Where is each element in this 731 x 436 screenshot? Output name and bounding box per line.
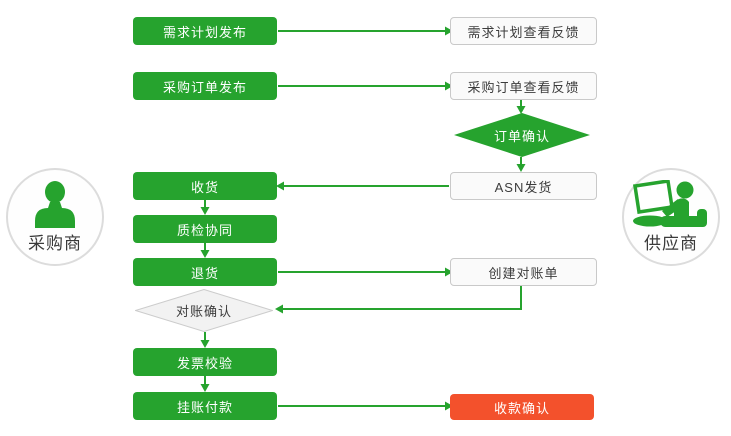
actor-supplier-label: 供应商: [644, 234, 698, 253]
arrowhead-down-icon: [516, 164, 526, 172]
node-quality-collab: 质检协同: [133, 215, 277, 243]
arrowhead-down-icon: [200, 384, 210, 392]
node-create-statement: 创建对账单: [450, 258, 597, 286]
arrowhead-left-icon: [276, 181, 284, 191]
arrowhead-left-icon: [275, 304, 283, 314]
node-statement-confirm: 对账确认: [135, 289, 273, 332]
diamond-shape: [135, 289, 273, 332]
actor-buyer-label: 采购商: [28, 234, 82, 253]
actor-buyer: 采购商: [6, 168, 104, 266]
node-return-goods: 退货: [133, 258, 277, 286]
node-po-feedback: 采购订单查看反馈: [450, 72, 597, 100]
node-book-payment: 挂账付款: [133, 392, 277, 420]
arrowhead-right-icon: [445, 26, 453, 36]
arrowhead-down-icon: [200, 207, 210, 215]
arrowhead-down-icon: [200, 250, 210, 258]
diamond-label: 订单确认: [493, 128, 550, 144]
node-order-confirm: 订单确认: [454, 113, 590, 157]
arrowhead-down-icon: [200, 340, 210, 348]
node-receipt-confirm: 收款确认: [450, 394, 594, 420]
edge-statement-to-confirm: [282, 286, 522, 310]
person-laptop-icon: [631, 179, 711, 228]
node-receive-goods: 收货: [133, 172, 277, 200]
person-icon: [29, 180, 81, 228]
arrowhead-right-icon: [445, 267, 453, 277]
diamond-shape: [454, 113, 590, 157]
actor-supplier: 供应商: [622, 168, 720, 266]
node-invoice-check: 发票校验: [133, 348, 277, 376]
node-asn-ship: ASN发货: [450, 172, 597, 200]
node-po-publish: 采购订单发布: [133, 72, 277, 100]
node-demand-plan-publish: 需求计划发布: [133, 17, 277, 45]
arrowhead-right-icon: [445, 401, 453, 411]
arrowhead-right-icon: [445, 81, 453, 91]
arrowhead-down-icon: [516, 106, 526, 114]
node-demand-plan-feedback: 需求计划查看反馈: [450, 17, 597, 45]
diamond-label: 对账确认: [175, 304, 232, 319]
